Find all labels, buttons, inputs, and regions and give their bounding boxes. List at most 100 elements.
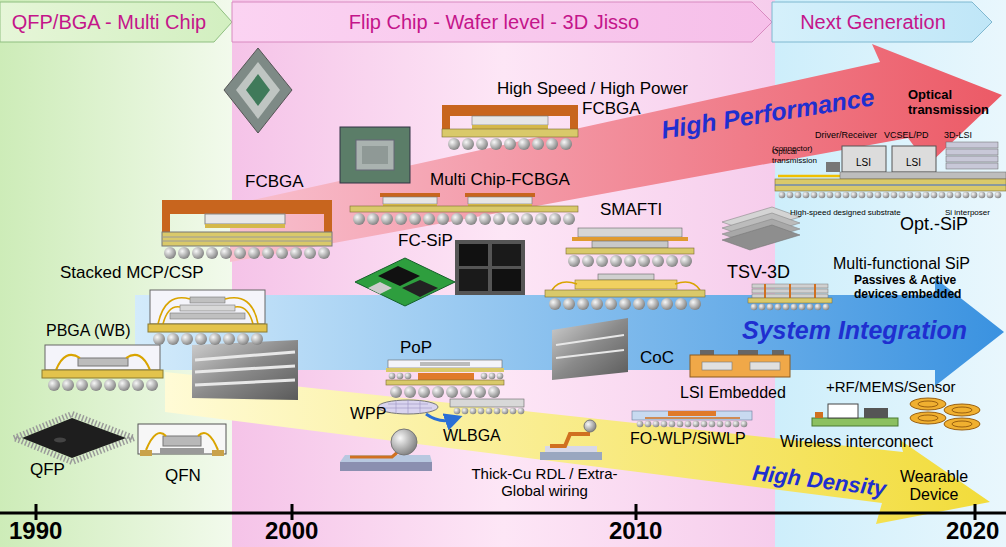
wafer [378, 400, 438, 414]
era-band-text-box: Flip Chip - Wafer level - 3D Jisso [238, 10, 750, 34]
package-label-box: Passives & Active devices embedded [854, 274, 1002, 302]
package-label-box: CoC [640, 348, 674, 368]
smafti-package [566, 228, 694, 268]
package-label-box: QFN [165, 466, 201, 486]
trend-arrow-text-box: High Density [752, 468, 886, 494]
package-label-box: PBGA (WB) [46, 322, 130, 340]
package-label: SMAFTI [600, 200, 662, 220]
package-label: Optical transmission [908, 88, 1002, 118]
time-axis [0, 504, 1006, 520]
package-label-box: FCBGA [582, 99, 641, 119]
coc-package [545, 274, 705, 311]
package-label-box: 2000 [265, 517, 318, 545]
pbga-package [42, 345, 163, 392]
package-label: High Speed / High Power [497, 79, 688, 99]
package-label-box: FO-WLP/SiWLP [630, 430, 746, 448]
year-label: 2020 [946, 517, 999, 545]
package-label: 3D-LSI [944, 130, 972, 140]
package-label: Opt.-SiP [900, 214, 968, 235]
package-label-box: Wearable Device [896, 468, 972, 505]
lsi-embedded-board [690, 350, 790, 377]
fcbga-package [162, 200, 332, 260]
package-label: PBGA (WB) [46, 322, 130, 340]
package-label-box: 3D-LSI [944, 124, 972, 142]
package-label-box: QFP [30, 460, 65, 480]
era-band: Next Generation [772, 2, 992, 42]
package-label-box: VCSEL/PD [884, 124, 929, 142]
package-label: Multi-functional SiP [833, 255, 970, 273]
fc-sip-photo [455, 240, 525, 295]
trend-arrow-text-box: High Performance [660, 98, 875, 128]
package-label: Thick-Cu RDL / Extra-Global wiring [452, 465, 637, 500]
package-label-box: FCBGA [245, 172, 304, 192]
fcbga-package [442, 105, 578, 151]
package-label: Stacked MCP/CSP [60, 263, 204, 283]
package-label-box: High Speed / High Power [497, 79, 688, 99]
qfn-package [138, 424, 226, 456]
package-label: TSV-3D [727, 262, 790, 283]
era-band: QFP/BGA - Multi Chip [0, 2, 232, 42]
wpp-package [340, 429, 432, 471]
package-label: LSI [856, 157, 871, 169]
year-label: 2010 [609, 517, 662, 545]
stacked-mcp-package [148, 290, 267, 346]
package-label-box: LSI Embedded [680, 384, 786, 402]
era-band-text-box: Next Generation [776, 10, 970, 34]
package-label-box: Multi Chip-FCBGA [430, 170, 570, 190]
year-label: 2000 [265, 517, 318, 545]
era-band-text: QFP/BGA - Multi Chip [12, 10, 207, 34]
package-label-box: Multi-functional SiP [833, 255, 970, 273]
package-label-box: 2010 [609, 517, 662, 545]
package-label-box: TSV-3D [727, 262, 790, 283]
era-band-outline [0, 2, 232, 42]
tsv-photo [722, 207, 800, 250]
thick-cu-rdl [540, 420, 602, 460]
package-label-box: Optical transmission [772, 147, 828, 167]
pop-package [386, 360, 504, 399]
multi-chip-fcbga [350, 193, 578, 226]
package-label: WPP [350, 405, 386, 423]
package-label-box: Opt.-SiP [900, 214, 968, 235]
package-label-box: +RF/MEMS/Sensor [826, 378, 956, 396]
tsv-stack [748, 284, 832, 311]
package-label-box: Wireless interconnect [780, 433, 933, 451]
package-label: Wireless interconnect [780, 433, 933, 451]
package-label: Optical transmission [772, 147, 828, 165]
package-label-box: Thick-Cu RDL / Extra-Global wiring [452, 465, 637, 500]
coc-photo [552, 318, 628, 380]
package-label: PoP [400, 338, 432, 358]
package-label-box: WPP [350, 405, 386, 423]
package-label: Wearable Device [896, 468, 972, 505]
package-label-box: LSI [856, 152, 871, 170]
package-label: FC-SiP [398, 231, 453, 251]
qfp-package [14, 414, 134, 462]
era-band-text: Next Generation [800, 10, 946, 34]
trend-arrow-text: System Integration [742, 315, 967, 345]
package-label-box: Stacked MCP/CSP [60, 263, 204, 283]
era-band-outline [772, 2, 992, 42]
package-label-box: SMAFTI [600, 200, 662, 220]
flow-arrow [426, 414, 454, 421]
chip-photo [340, 127, 410, 183]
chip-photo [224, 48, 292, 133]
package-label: High-speed designed substrate [790, 208, 901, 217]
fo-wlp-package [632, 411, 752, 428]
package-label: FCBGA [582, 99, 641, 119]
package-label: VCSEL/PD [884, 130, 929, 140]
trend-arrow-outline [230, 44, 1002, 262]
package-label-box: Optical transmission [908, 88, 1002, 118]
year-label: 1990 [9, 517, 62, 545]
package-label: Multi Chip-FCBGA [430, 170, 570, 190]
package-label-box: WLBGA [443, 427, 501, 445]
wireless-coils [910, 398, 980, 430]
rf-mems-module [812, 404, 898, 426]
era-band-outline [232, 2, 772, 42]
package-label: QFP [30, 460, 65, 480]
fc-sip-board [355, 258, 455, 306]
package-label-box: High-speed designed substrate [790, 201, 901, 219]
package-label: WLBGA [443, 427, 501, 445]
era-band-text-box: QFP/BGA - Multi Chip [2, 10, 216, 34]
package-label: LSI Embedded [680, 384, 786, 402]
